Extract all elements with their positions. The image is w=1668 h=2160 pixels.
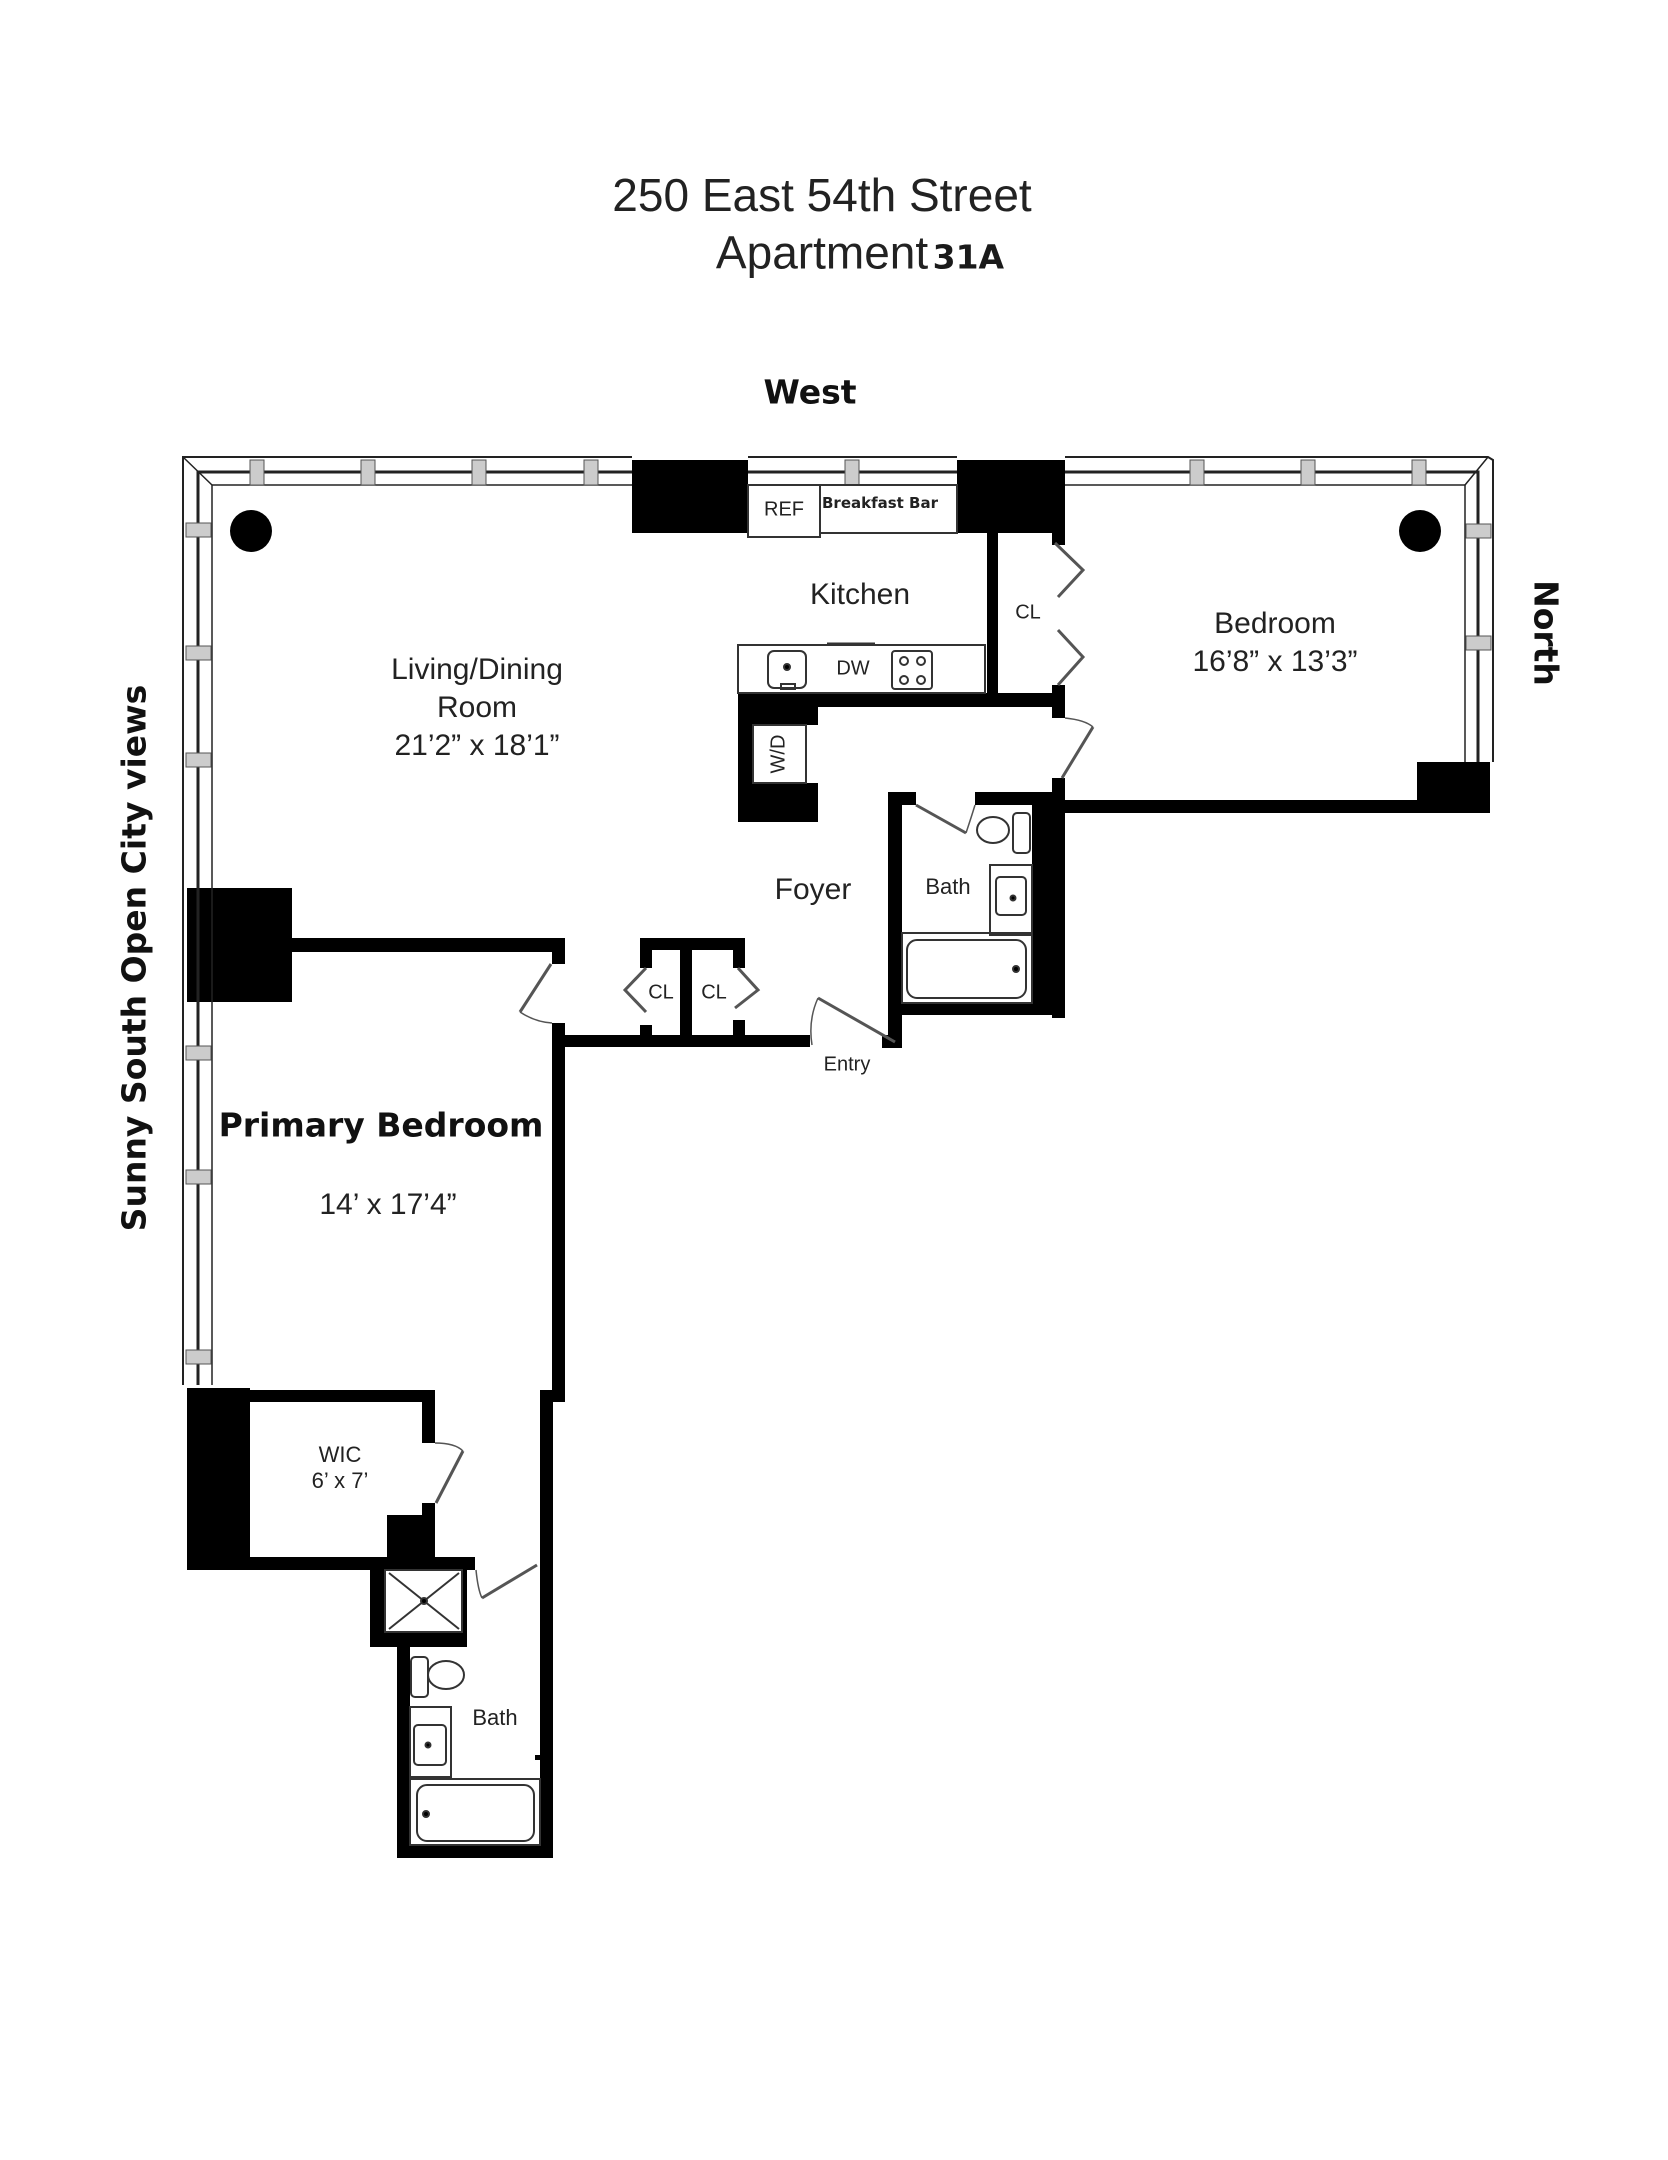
primary-bath-label: Bath [472,1705,518,1730]
compass-north: North [1526,580,1566,686]
living-dimensions: 21’2” x 18’1” [394,729,560,762]
bedroom-dimensions: 16’8” x 13’3” [1192,645,1358,678]
kitchen-fixtures [737,484,986,784]
compass-south-views: Sunny South Open City views [114,684,154,1232]
foyer-label: Foyer [774,873,852,906]
primary-bedroom-label: Primary Bedroom [218,1105,544,1145]
bedroom-label: Bedroom 16’8” x 13’3” [1192,605,1357,681]
wic-label: WIC 6’ x 7’ [312,1442,369,1494]
bedroom-closet-label: CL [1015,601,1041,624]
hall-bath-label: Bath [925,874,971,899]
foyer-closet-1-label: CL [648,981,674,1004]
hall-bath-fixtures [901,812,1033,1004]
foyer-closet-2-label: CL [701,981,727,1004]
address-title: 250 East 54th Street [612,169,1032,221]
bedroom-name: Bedroom [1214,607,1336,640]
wic-name: WIC [318,1442,362,1467]
window-mullions [185,459,1492,1365]
column [230,510,272,552]
column [1399,510,1441,552]
primary-bedroom-dimensions: 14’ x 17’4” [319,1188,457,1221]
entry-label: Entry [823,1053,871,1076]
refrigerator-label: REF [764,498,804,521]
doors [434,541,1095,1600]
living-dining-label: Living/Dining Room 21’2” x 18’1” [391,651,563,765]
washer-dryer-label: W/D [767,734,790,774]
living-name-line2: Room [436,691,518,724]
wic-dimensions: 6’ x 7’ [311,1468,369,1493]
kitchen-label: Kitchen [809,578,911,611]
apartment-title: Apartment 31A [716,230,1004,277]
apartment-number: 31A [932,237,1005,277]
primary-bath-fixtures [384,1569,541,1846]
compass-west: West [763,372,857,412]
breakfast-bar-label: Breakfast Bar [821,494,939,512]
living-name-line1: Living/Dining [391,653,563,686]
dishwasher-label: DW [836,657,870,680]
apartment-label: Apartment [715,226,929,279]
